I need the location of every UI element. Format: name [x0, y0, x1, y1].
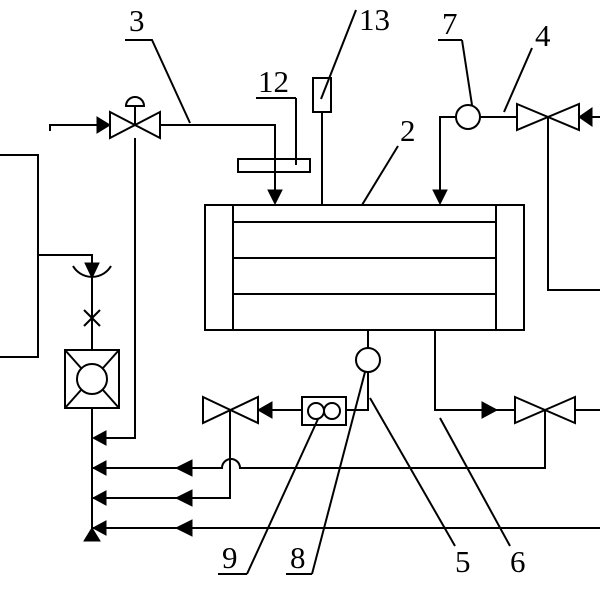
return-row-1-arrow: [174, 459, 193, 477]
label-3: 3: [129, 3, 145, 38]
inlet-stub: [49, 124, 97, 131]
label-13: 13: [359, 2, 390, 37]
return-row-3-arrow: [174, 519, 193, 537]
pipe-7-down: [439, 116, 456, 190]
bypass-line: [106, 138, 136, 439]
valve-4-branch: [547, 117, 600, 291]
leader-3: [125, 39, 191, 124]
return-row-2-arrow: [174, 489, 193, 507]
component-13: [312, 77, 332, 205]
tank-shell: [204, 204, 525, 331]
pump-corner-line: [102, 389, 120, 409]
pump-corner-line: [64, 349, 82, 369]
label-9: 9: [222, 540, 238, 575]
return-row-3-arrow: [91, 520, 107, 536]
cross-mark-stroke-b: [83, 309, 101, 327]
return-row-2-arrow: [91, 490, 107, 506]
pipe-8-to-9: [346, 372, 369, 411]
leader-7: [461, 39, 473, 106]
label-2: 2: [400, 113, 416, 148]
pump-symbol: [64, 349, 120, 409]
reference-labels: 3 13 7 4 12 2 9 8 5 6: [125, 2, 551, 579]
component-7-and-valve-4: [432, 102, 600, 291]
leader-2: [361, 145, 399, 206]
leader-6: [439, 417, 511, 547]
pump-9-rotor: [307, 402, 325, 420]
right-outlet-group: [434, 330, 600, 425]
inlet-valve-group: [49, 96, 283, 446]
pipe-3: [160, 124, 276, 190]
inlet-valve: [109, 110, 161, 140]
label-12: 12: [258, 64, 289, 99]
leader-5: [369, 397, 456, 547]
right-valve: [514, 395, 576, 425]
meter-7: [455, 104, 481, 130]
return-manifold: [91, 410, 600, 537]
pump-impeller: [76, 363, 108, 395]
inlet-arrow: [96, 116, 111, 134]
return-row-1: [92, 410, 546, 469]
return-row-1-arrow: [91, 460, 107, 476]
pump-9-rotor: [323, 402, 341, 420]
left-unit: [0, 154, 120, 542]
bypass-arrow: [91, 430, 107, 446]
label-5: 5: [455, 544, 471, 579]
label-8: 8: [290, 540, 306, 575]
leader-9: [246, 418, 319, 575]
spray-feed-line: [38, 254, 93, 264]
leader-13: [320, 9, 357, 100]
outlet-valve: [202, 395, 259, 425]
outlet-group: [202, 330, 381, 426]
pump-corner-line: [102, 349, 120, 369]
return-row-2: [92, 410, 231, 499]
leader-8: [311, 371, 366, 575]
pipe-9-arrow: [256, 401, 273, 419]
spray-arrow: [84, 262, 100, 280]
component-12-plate: [237, 158, 311, 173]
drain-triangle: [83, 527, 101, 542]
valve-actuator: [124, 96, 146, 107]
label-7: 7: [442, 6, 458, 41]
meter-8: [355, 347, 381, 373]
left-unit-box: [0, 154, 39, 358]
valve-4: [516, 102, 580, 132]
label-6: 6: [510, 544, 526, 579]
tank: [204, 204, 525, 331]
pump-corner-line: [64, 389, 82, 409]
cross-mark: [83, 309, 101, 327]
pipe-6-arrow: [481, 401, 499, 419]
label-4: 4: [535, 18, 551, 53]
pipe-7-arrow: [432, 189, 448, 206]
pipe-6: [434, 330, 515, 411]
leader-4: [503, 47, 533, 113]
valve-4-arrow: [578, 107, 593, 127]
spray-nozzle: [72, 265, 112, 278]
pipe-3-arrow: [267, 189, 283, 206]
